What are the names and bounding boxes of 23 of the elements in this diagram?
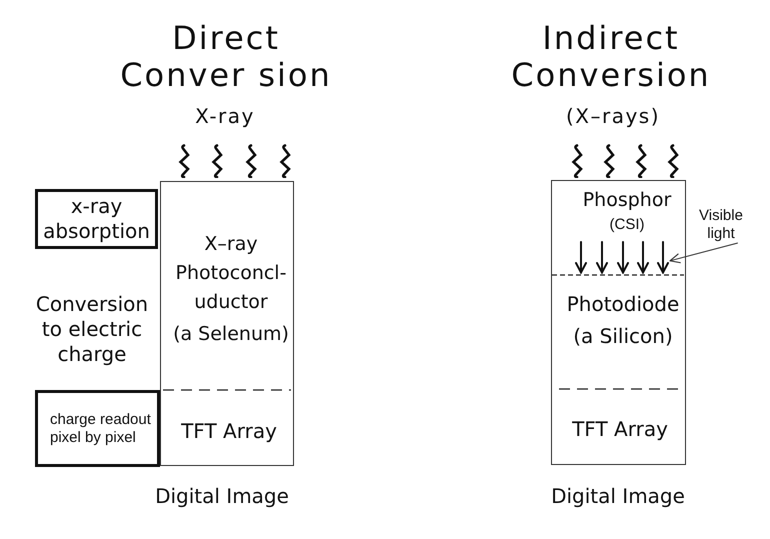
output-label: Digital Image bbox=[155, 484, 289, 508]
stage-label: Conversion to electric charge bbox=[34, 292, 150, 367]
output-label: Digital Image bbox=[551, 484, 685, 508]
column-heading: Direct Conver sion bbox=[119, 20, 333, 94]
step-box bbox=[35, 189, 158, 249]
layer-label: X–ray Photoconcl- uductor bbox=[174, 232, 288, 315]
step-text: x-ray absorption bbox=[42, 194, 151, 244]
downward-arrows bbox=[574, 241, 670, 274]
leader-line bbox=[669, 242, 738, 264]
step-text: charge readout pixel by pixel bbox=[50, 411, 152, 447]
source-label: (X–rays) bbox=[566, 104, 660, 128]
layer-label: TFT Array bbox=[181, 418, 277, 445]
layer-label: (a Selenum) bbox=[173, 322, 289, 347]
layer-label: Phosphor bbox=[582, 188, 672, 212]
layer-label: TFT Array bbox=[572, 416, 668, 443]
step-box bbox=[35, 390, 160, 467]
callout-text: Visible light bbox=[697, 207, 745, 243]
column-heading: Indirect Conversion bbox=[510, 20, 712, 94]
detector-column bbox=[160, 181, 294, 466]
layer-label: (CSI) bbox=[610, 216, 644, 234]
detector-column bbox=[551, 180, 686, 465]
layer-label: Photodiode (a Silicon) bbox=[566, 291, 680, 350]
source-label: X-ray bbox=[195, 104, 255, 128]
